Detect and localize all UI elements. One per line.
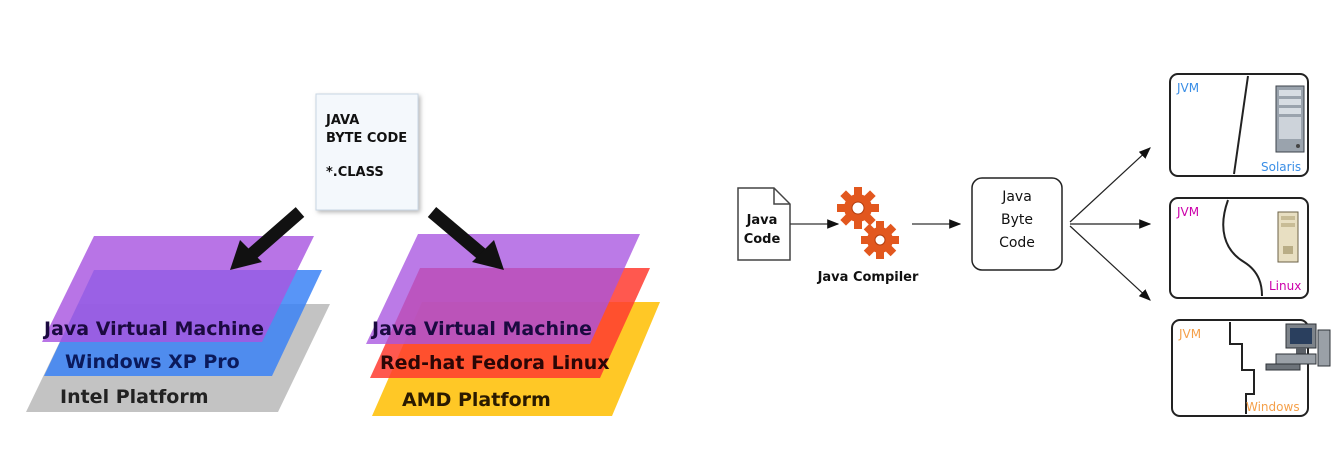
jvm-layer-linux [366,234,640,344]
arrow-to-windows [1069,225,1151,301]
target-windows: JVM Windows [1171,319,1331,417]
bytecode-word-3: Code [999,235,1035,251]
arrow-to-linux [427,207,504,270]
amd-platform-label: AMD Platform [402,389,551,411]
compiler-label: Java Compiler [817,270,919,285]
java-bytecode-box: Java Byte Code [971,177,1063,271]
windows-os-label: Windows XP Pro [65,351,240,373]
target-1-os-label: Solaris [1261,160,1301,174]
bytecode-line-2: BYTE CODE [326,131,407,146]
source-line-2: Code [744,232,781,247]
target-3-os-label: Windows [1246,400,1300,414]
target-1-jvm-label: JVM [1176,81,1199,95]
bytecode-line-1: JAVA [325,113,359,128]
java-source-file: Java Code [737,187,791,261]
bytecode-box: JAVA BYTE CODE *.CLASS [315,93,419,211]
target-2-os-label: Linux [1269,279,1301,293]
gears-icon [837,187,899,259]
arrow-to-solaris [1069,147,1151,223]
jvm-label-windows: Java Virtual Machine [42,318,264,340]
desktop-computer-icon [1265,323,1331,371]
server-icon [1275,85,1305,153]
bytecode-line-3: *.CLASS [326,165,384,180]
arrow-to-windows [230,207,305,270]
target-linux: JVM Linux [1169,197,1309,299]
pc-tower-icon [1277,211,1299,263]
left-diagram: Java Virtual Machine Windows XP Pro Inte… [26,93,660,416]
bytecode-word-2: Byte [1001,212,1033,228]
linux-stack: Java Virtual Machine Red-hat Fedora Linu… [366,234,660,416]
target-3-jvm-label: JVM [1178,327,1201,341]
windows-stack: Java Virtual Machine Windows XP Pro Inte… [26,236,330,412]
source-line-1: Java [746,213,778,228]
bytecode-box-bg [315,93,419,211]
fedora-os-label: Red-hat Fedora Linux [380,352,610,374]
intel-platform-label: Intel Platform [60,386,209,408]
jvm-label-linux: Java Virtual Machine [370,318,592,340]
target-solaris: JVM Solaris [1169,73,1309,177]
right-diagram: Java Code [737,73,1331,417]
bytecode-word-1: Java [1001,189,1032,205]
target-2-jvm-label: JVM [1176,205,1199,219]
document-icon [737,187,791,261]
